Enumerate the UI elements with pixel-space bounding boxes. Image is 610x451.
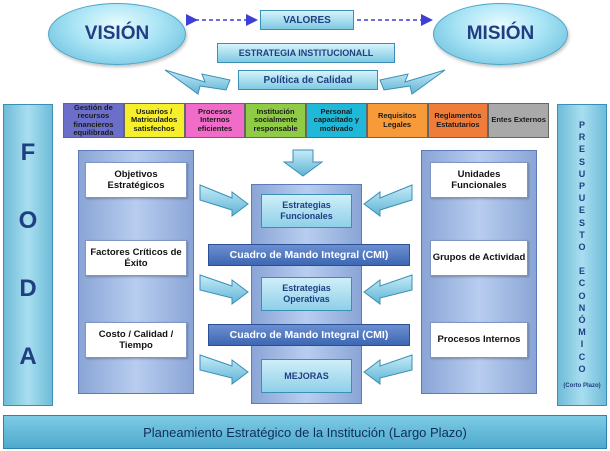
presupuesto-letter: M (578, 327, 586, 338)
costo-calidad-tiempo-label: Costo / Calidad / Tiempo (98, 328, 174, 351)
foda-letter-a: A (19, 343, 37, 370)
category-cell: Personal capacitado y motivado (306, 103, 367, 138)
category-bar: Gestión de recursos financieros equilibr… (63, 103, 549, 138)
cmi-label-2: Cuadro de Mando Integral (CMI) (229, 329, 389, 341)
category-label: Requisitos Legales (377, 111, 417, 129)
category-cell: Requisitos Legales (366, 103, 428, 138)
estrategias-operativas-label: Estrategias Operativas (282, 283, 331, 304)
cmi-bar-1: Cuadro de Mando Integral (CMI) (208, 244, 410, 266)
category-label: Reglamentos Estatutarios (434, 111, 482, 129)
presupuesto-note: (Corto Plazo) (563, 382, 601, 389)
presupuesto-letter: E (578, 144, 585, 155)
category-cell: Entes Externos (488, 103, 549, 138)
presupuesto-letter: U (578, 168, 586, 179)
category-cell: Procesos Internos eficientes (184, 103, 246, 138)
factores-criticos-box: Factores Críticos de Éxito (85, 240, 187, 276)
foda-letter-f: F (20, 139, 36, 166)
factores-criticos-label: Factores Críticos de Éxito (90, 246, 182, 269)
category-cell: Usuarios / Matriculados satisfechos (123, 103, 185, 138)
estrategias-funcionales-label: Estrategias Funcionales (280, 200, 333, 221)
politica-calidad-label: Política de Calidad (263, 74, 353, 86)
foda-letter-d: D (19, 275, 37, 302)
presupuesto-letter: U (578, 193, 586, 204)
category-label: Procesos Internos eficientes (197, 107, 233, 133)
cmi-label-1: Cuadro de Mando Integral (CMI) (229, 249, 389, 261)
estrategia-institucional-label: ESTRATEGIA INSTITUCIONALL (238, 48, 374, 58)
valores-label: VALORES (283, 14, 331, 26)
procesos-internos-label: Procesos Internos (437, 334, 521, 346)
unidades-funcionales-label: Unidades Funcionales (451, 168, 507, 191)
unidades-funcionales-box: Unidades Funcionales (430, 162, 528, 198)
estrategias-operativas-box: Estrategias Operativas (261, 277, 352, 311)
presupuesto-letter: P (578, 180, 585, 191)
category-cell: Institución socialmente responsable (245, 103, 306, 138)
planeamiento-bar: Planeamiento Estratégico de la Instituci… (3, 415, 607, 449)
presupuesto-letter: P (578, 120, 585, 130)
category-cell: Gestión de recursos financieros equilibr… (63, 103, 124, 138)
grupos-actividad-box: Grupos de Actividad (430, 240, 528, 276)
foda-sidebar: F O D A (3, 104, 53, 406)
vision-ellipse: VISIÓN (48, 3, 186, 65)
presupuesto-letter: R (578, 132, 586, 143)
category-label: Personal capacitado y motivado (313, 107, 360, 133)
category-label: Gestión de recursos financieros equilibr… (73, 103, 114, 137)
mejoras-label: MEJORAS (284, 370, 329, 381)
presupuesto-letter: N (578, 302, 586, 313)
procesos-internos-box: Procesos Internos (430, 322, 528, 358)
mejoras-box: MEJORAS (261, 359, 352, 393)
presupuesto-letter: C (578, 278, 586, 289)
presupuesto-letter: S (578, 156, 585, 167)
presupuesto-letter (558, 253, 606, 265)
mision-ellipse: MISIÓN (433, 3, 568, 65)
presupuesto-letter: T (579, 229, 585, 240)
presupuesto-letter: O (578, 290, 586, 301)
category-cell: Reglamentos Estatutarios (427, 103, 489, 138)
presupuesto-letter: S (578, 217, 585, 228)
objetivos-estrategicos-box: Objetivos Estratégicos (85, 162, 187, 198)
foda-letter-o: O (18, 207, 38, 234)
presupuesto-letter: O (578, 363, 586, 374)
objetivos-estrategicos-label: Objetivos Estratégicos (107, 168, 165, 191)
valores-box: VALORES (260, 10, 354, 30)
presupuesto-letter: I (580, 339, 584, 350)
mision-label: MISIÓN (466, 23, 535, 44)
costo-calidad-tiempo-box: Costo / Calidad / Tiempo (85, 322, 187, 358)
planeamiento-label: Planeamiento Estratégico de la Instituci… (143, 424, 467, 440)
vision-label: VISIÓN (84, 23, 150, 44)
cmi-bar-2: Cuadro de Mando Integral (CMI) (208, 324, 410, 346)
presupuesto-letter: E (578, 266, 585, 277)
politica-calidad-box: Política de Calidad (238, 70, 378, 90)
grupos-actividad-label: Grupos de Actividad (432, 252, 526, 264)
estrategia-institucional-box: ESTRATEGIA INSTITUCIONALL (217, 43, 395, 63)
category-label: Usuarios / Matriculados satisfechos (130, 107, 178, 133)
category-label: Institución socialmente responsable (253, 107, 298, 133)
category-label: Entes Externos (491, 115, 546, 125)
presupuesto-letter: O (578, 241, 586, 252)
presupuesto-letter: E (578, 205, 585, 216)
presupuesto-letter: C (578, 351, 586, 362)
estrategias-funcionales-box: Estrategias Funcionales (261, 194, 352, 228)
presupuesto-letter: Ó (578, 315, 586, 325)
